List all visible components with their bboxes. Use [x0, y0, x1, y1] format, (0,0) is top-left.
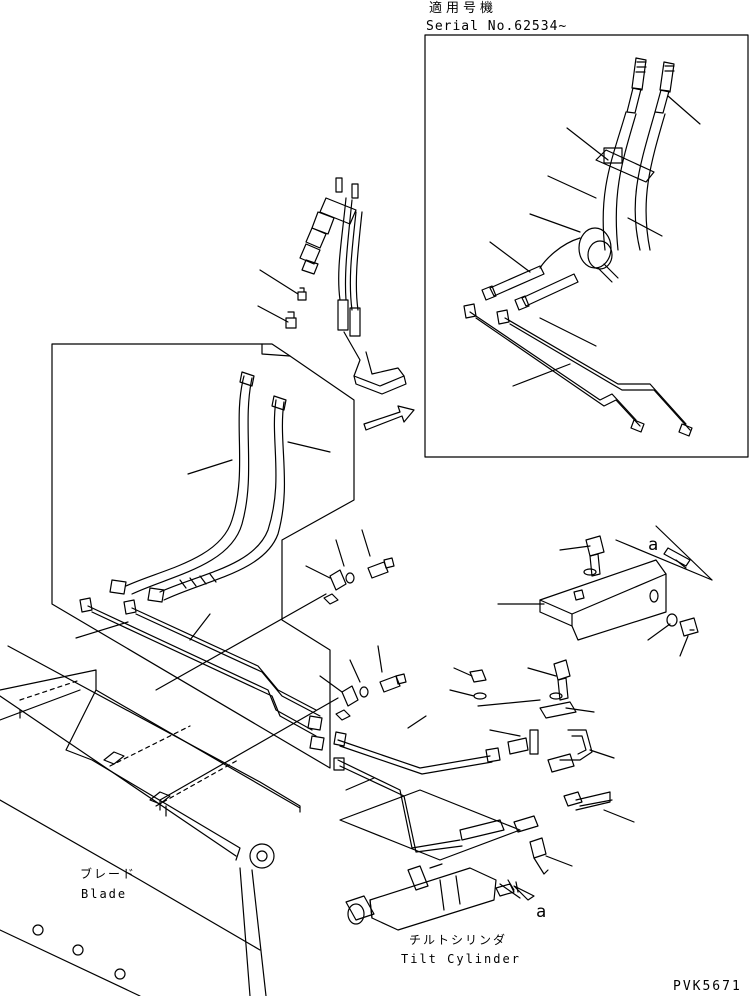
- tilt-cylinder-label-en: Tilt Cylinder: [401, 952, 521, 966]
- upper-fittings: [285, 287, 307, 329]
- view-a-arrow-top: [663, 547, 691, 567]
- main-valve-assembly: [299, 177, 407, 395]
- serial-label-en: Serial No.62534~: [426, 19, 568, 34]
- view-ref-a-bottom: a: [536, 902, 547, 922]
- blade-label-jp: ブレード: [80, 867, 137, 881]
- inset-tubes: [463, 303, 693, 437]
- hose-frame-notch: [261, 343, 291, 357]
- hose-group-frame: [51, 343, 355, 769]
- inset-arrow: [363, 405, 415, 431]
- tilt-cylinder-label-jp: チルトシリンダ: [409, 933, 508, 947]
- tilt-cylinder: [345, 863, 521, 931]
- bracket-assembly: [449, 525, 713, 719]
- inset-straight-hoses: [481, 265, 579, 311]
- main-leader-lines-upper: [257, 269, 299, 323]
- inset-frame: [424, 34, 749, 458]
- blade-label-en: Blade: [81, 887, 128, 901]
- inset-hose-fittings: [626, 57, 675, 114]
- main-leader-lines-frame: [75, 441, 331, 641]
- middle-clamp-parts: [155, 529, 407, 801]
- drawing-number: PVK5671: [673, 979, 742, 994]
- main-long-hoses: [109, 371, 287, 603]
- view-ref-a-top: a: [648, 535, 659, 555]
- main-long-tubes: [79, 597, 325, 751]
- view-a-arrow-bottom: [513, 885, 535, 901]
- inset-leader-lines: [489, 95, 701, 387]
- serial-label-jp: 適用号機: [429, 1, 498, 16]
- lower-hose-lines: [333, 715, 635, 875]
- blade-outline: [0, 645, 301, 996]
- inset-bent-hoses: [539, 111, 666, 283]
